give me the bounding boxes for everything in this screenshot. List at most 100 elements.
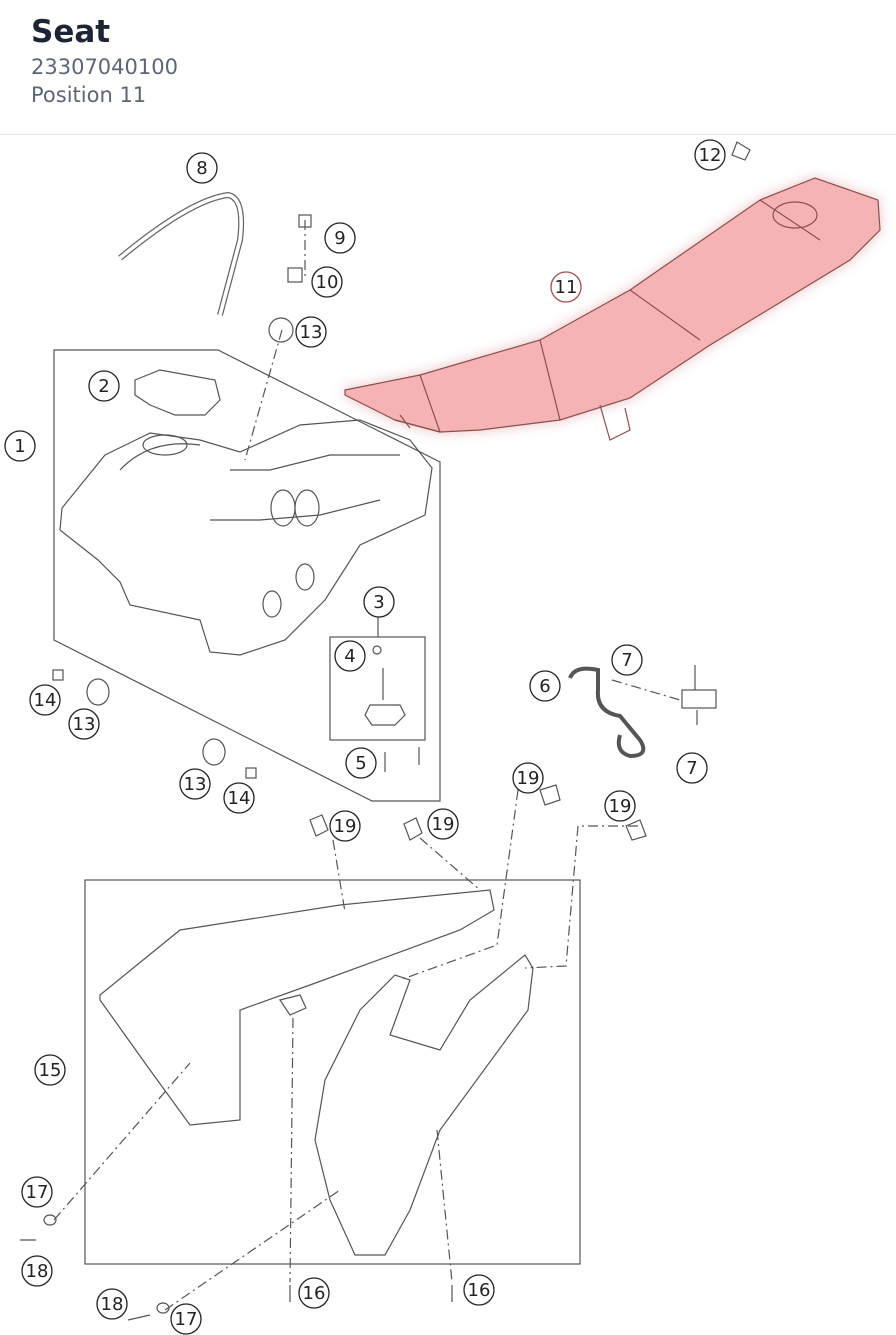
fuel-tank: [59, 419, 433, 656]
fuel-tap-hose: [568, 666, 646, 759]
callout-circle: [611, 644, 643, 676]
callout-7a[interactable]: 7: [611, 644, 643, 676]
callout-circle: [88, 370, 120, 402]
callout-number: 16: [468, 1280, 491, 1301]
callout-circle: [311, 266, 343, 298]
callout-circle: [4, 430, 36, 462]
callout-number: 18: [101, 1294, 124, 1315]
callout-16b[interactable]: 16: [463, 1274, 495, 1306]
callout-circle: [298, 1277, 330, 1309]
callout-number: 14: [228, 788, 251, 809]
callout-circle: [529, 670, 561, 702]
callout-circle: [550, 271, 582, 303]
callout-14b[interactable]: 14: [223, 782, 255, 814]
radiator-shroud-left: [99, 889, 495, 1126]
callout-number: 7: [686, 758, 697, 779]
callout-number: 7: [621, 650, 632, 671]
callout-18b[interactable]: 18: [96, 1288, 128, 1320]
callout-circle: [68, 708, 100, 740]
callout-4[interactable]: 4: [334, 640, 366, 672]
callout-number: 17: [175, 1309, 198, 1330]
callout-circle: [329, 810, 361, 842]
callout-number: 2: [98, 376, 109, 397]
callout-circle: [29, 684, 61, 716]
callout-number: 16: [303, 1283, 326, 1304]
callout-number: 12: [699, 145, 722, 166]
callout-17b[interactable]: 17: [170, 1303, 202, 1335]
callout-10[interactable]: 10: [311, 266, 343, 298]
callout-circle: [223, 782, 255, 814]
tank-group-frame: [53, 349, 441, 802]
callout-2[interactable]: 2: [88, 370, 120, 402]
callout-9[interactable]: 9: [324, 222, 356, 254]
callout-13a[interactable]: 13: [295, 316, 327, 348]
callout-circle: [694, 139, 726, 171]
callout-number: 15: [39, 1060, 62, 1081]
callout-circle: [324, 222, 356, 254]
callout-11[interactable]: 11: [550, 271, 582, 303]
callout-number: 13: [184, 774, 207, 795]
callout-circle: [512, 762, 544, 794]
callout-13b[interactable]: 13: [68, 708, 100, 740]
callout-number: 4: [344, 646, 355, 667]
callout-3[interactable]: 3: [363, 586, 395, 618]
callout-number: 19: [517, 768, 540, 789]
callout-15[interactable]: 15: [34, 1054, 66, 1086]
callout-circle: [604, 790, 636, 822]
callout-19a[interactable]: 19: [512, 762, 544, 794]
callout-16a[interactable]: 16: [298, 1277, 330, 1309]
side-panel-group-frame: [84, 879, 581, 1265]
callout-19d[interactable]: 19: [427, 808, 459, 840]
callout-6[interactable]: 6: [529, 670, 561, 702]
callout-number: 18: [26, 1261, 49, 1282]
callout-circle: [96, 1288, 128, 1320]
callout-circle: [427, 808, 459, 840]
callout-18a[interactable]: 18: [21, 1255, 53, 1287]
position-label: Position 11: [31, 83, 147, 107]
callout-number: 19: [609, 796, 632, 817]
callout-number: 10: [316, 272, 339, 293]
callout-number: 13: [300, 322, 323, 343]
callout-8[interactable]: 8: [186, 152, 218, 184]
callout-number: 1: [14, 436, 25, 457]
callout-7b[interactable]: 7: [676, 752, 708, 784]
callout-number: 13: [73, 714, 96, 735]
callout-12[interactable]: 12: [694, 139, 726, 171]
callout-number: 19: [432, 814, 455, 835]
callout-17a[interactable]: 17: [21, 1176, 53, 1208]
callout-number: 3: [373, 592, 384, 613]
callout-circle: [676, 752, 708, 784]
callout-circle: [21, 1176, 53, 1208]
callout-number: 14: [34, 690, 57, 711]
callout-14a[interactable]: 14: [29, 684, 61, 716]
callout-number: 8: [196, 158, 207, 179]
header: Seat 23307040100 Position 11: [0, 0, 896, 135]
callout-circle: [186, 152, 218, 184]
callout-19c[interactable]: 19: [329, 810, 361, 842]
callout-number: 19: [334, 816, 357, 837]
callout-number: 11: [555, 277, 578, 298]
callout-number: 9: [334, 228, 345, 249]
callout-circle: [179, 768, 211, 800]
callout-circle: [170, 1303, 202, 1335]
radiator-shroud-right: [314, 954, 534, 1256]
callout-number: 5: [355, 753, 366, 774]
callout-circle: [363, 586, 395, 618]
callout-circle: [295, 316, 327, 348]
callout-circle: [21, 1255, 53, 1287]
fuel-cap: [134, 369, 221, 416]
callout-1[interactable]: 1: [4, 430, 36, 462]
callout-circle: [34, 1054, 66, 1086]
callout-circle: [334, 640, 366, 672]
seat-assembly: [344, 177, 881, 441]
part-number: 23307040100: [31, 55, 178, 79]
callout-circle: [463, 1274, 495, 1306]
part-title: Seat: [31, 14, 111, 50]
callout-number: 17: [26, 1182, 49, 1203]
callout-5[interactable]: 5: [345, 747, 377, 779]
callout-19b[interactable]: 19: [604, 790, 636, 822]
callout-13c[interactable]: 13: [179, 768, 211, 800]
callout-number: 6: [539, 676, 550, 697]
